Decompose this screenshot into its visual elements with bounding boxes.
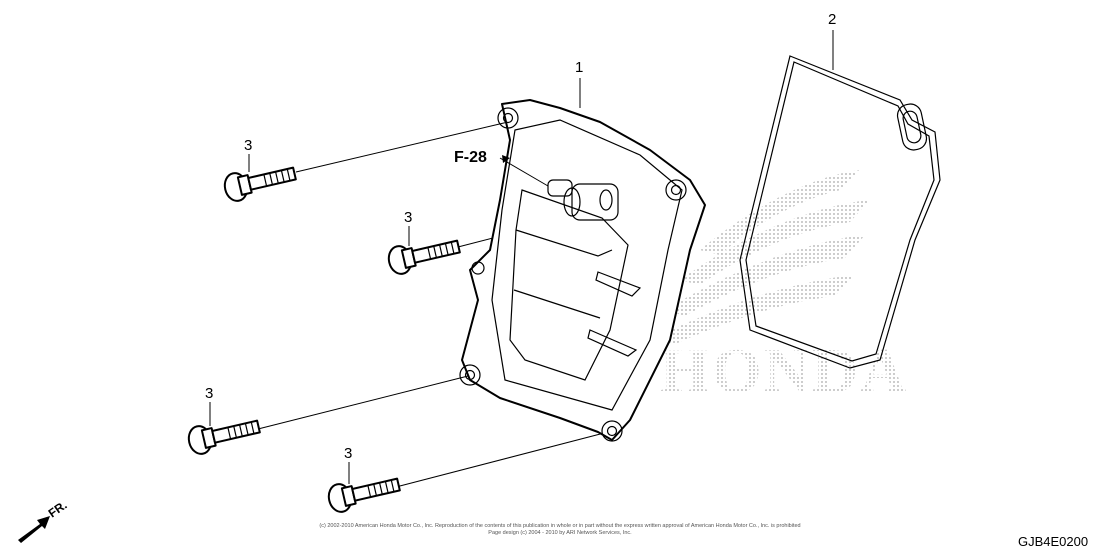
copyright-notice: (c) 2002-2010 American Honda Motor Co., … bbox=[319, 523, 800, 536]
svg-text:Page design (c) 2004 - 2010 by: Page design (c) 2004 - 2010 by ARI Netwo… bbox=[488, 530, 632, 536]
cylinder-head-cover[interactable] bbox=[459, 99, 706, 442]
svg-text:3: 3 bbox=[344, 445, 352, 462]
flange-bolt-mid[interactable] bbox=[386, 233, 461, 276]
svg-text:3: 3 bbox=[205, 385, 213, 402]
svg-text:2: 2 bbox=[828, 11, 836, 28]
breather-fitting bbox=[547, 179, 619, 221]
svg-text:1: 1 bbox=[575, 59, 583, 76]
flange-bolt-lower-left[interactable] bbox=[186, 413, 261, 456]
callout-3-bottom[interactable]: 3 bbox=[344, 445, 352, 484]
svg-text:F-28: F-28 bbox=[454, 149, 487, 166]
gasket[interactable] bbox=[739, 55, 941, 369]
honda-wing-watermark: HONDA bbox=[655, 170, 908, 406]
svg-text:3: 3 bbox=[404, 209, 412, 226]
front-direction-arrow: FR. bbox=[18, 498, 70, 543]
svg-text:3: 3 bbox=[244, 137, 252, 154]
callout-3-lower-left[interactable]: 3 bbox=[205, 385, 213, 426]
flange-bolt-bottom[interactable] bbox=[326, 471, 401, 514]
callout-3-mid[interactable]: 3 bbox=[404, 209, 412, 246]
callout-2[interactable]: 2 bbox=[828, 11, 836, 70]
reference-f28[interactable]: F-28 bbox=[454, 149, 549, 187]
callout-1[interactable]: 1 bbox=[575, 59, 583, 108]
callout-3-upper-left[interactable]: 3 bbox=[244, 137, 252, 172]
svg-text:(c) 2002-2010 American Honda M: (c) 2002-2010 American Honda Motor Co., … bbox=[319, 523, 800, 529]
watermark-text: HONDA bbox=[660, 335, 908, 406]
flange-bolt-upper-left[interactable] bbox=[222, 160, 297, 203]
diagram-code: GJB4E0200 bbox=[1018, 534, 1088, 549]
